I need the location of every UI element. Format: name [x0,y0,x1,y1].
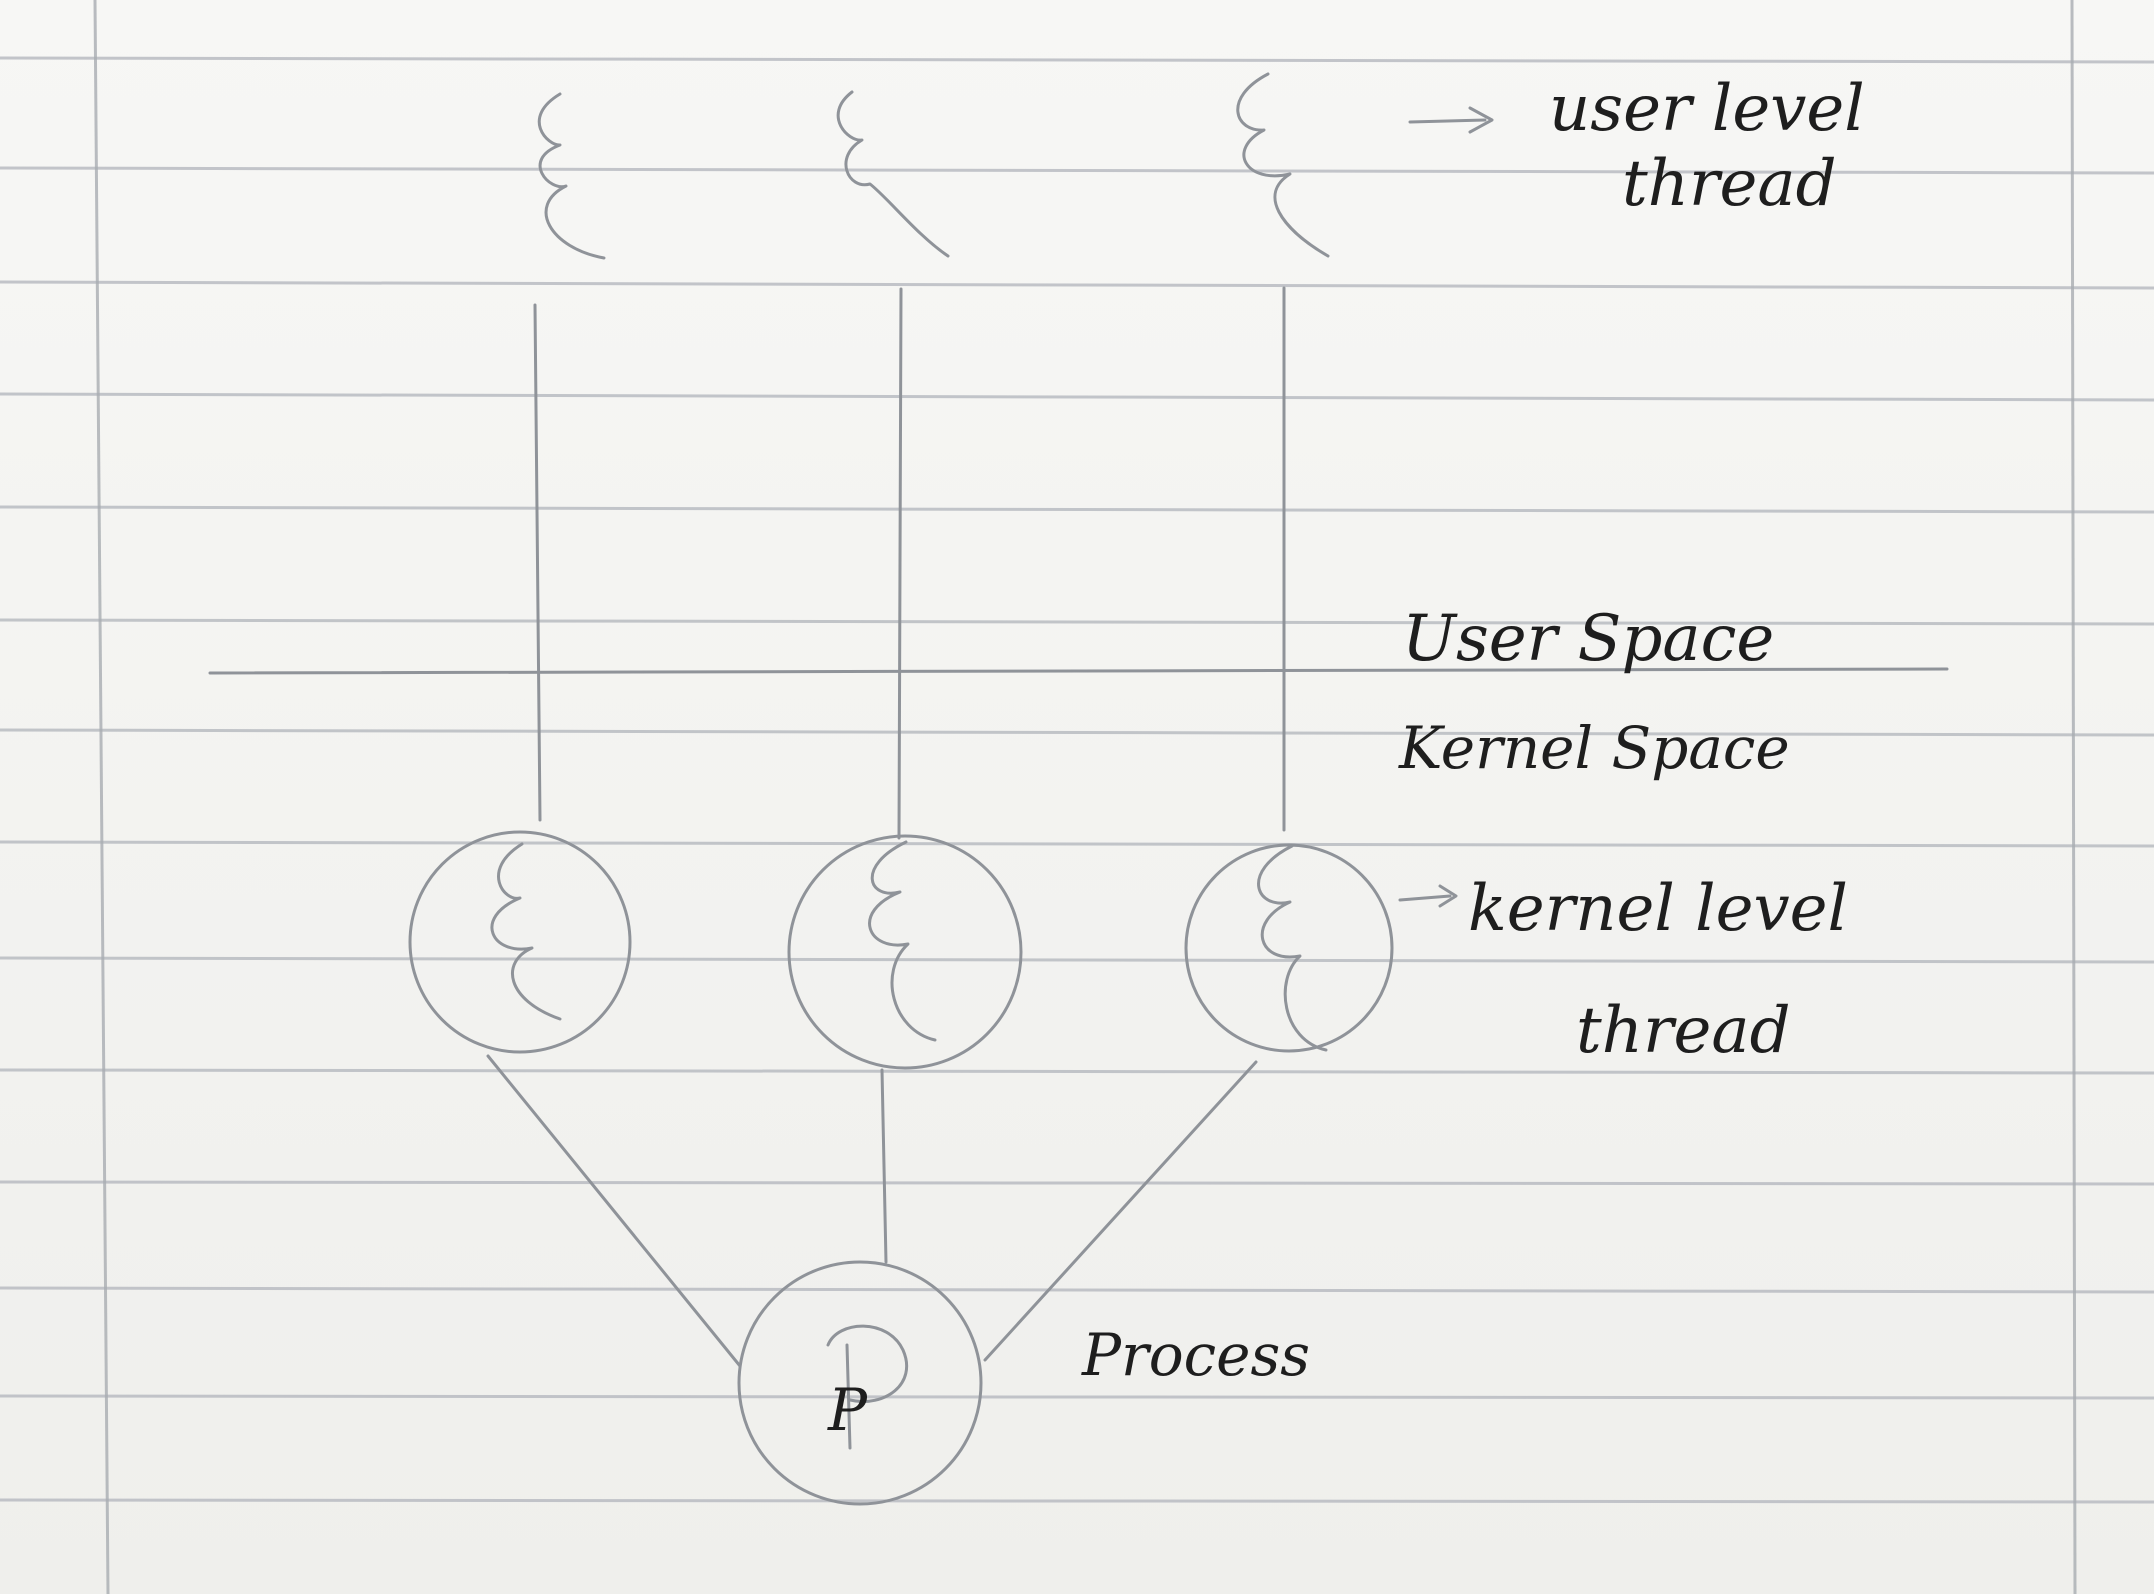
user-level-threads [537,72,1494,260]
kernel-to-process-connectors [486,1054,1258,1368]
user-thread-2 [836,90,950,258]
kernel-thread-circle-3 [1184,843,1394,1053]
kernel-thread-circle-2 [787,834,1023,1070]
process-node [737,1260,983,1506]
kernel-level-thread-label-line2: thread [1576,994,1791,1068]
kernel-thread-circle-1 [408,830,632,1054]
kernel-thread-3 [1257,844,1328,1052]
user-kernel-divider [208,667,1949,675]
process-circle [737,1260,983,1506]
notebook-margins [93,0,2077,1594]
kernel-thread-2 [868,840,937,1042]
user-to-kernel-connectors [533,286,1286,840]
process-symbol-path [826,1324,909,1450]
kernel-level-threads [408,830,1458,1070]
kernel-thread-1 [490,842,562,1021]
notebook-ruled-lines [0,56,2154,1504]
user-level-thread-label-line2: thread [1622,147,1837,221]
kernel-space-label: Kernel Space [1398,714,1790,782]
kernel-level-thread-label-line1: kernel level [1468,872,1848,946]
user-space-label: User Space [1402,602,1774,676]
user-thread-3 [1236,72,1330,258]
process-symbol-label: P [827,1376,868,1444]
user-thread-1 [537,92,606,260]
user-level-thread-label-line1: user level [1549,72,1865,146]
kernel-thread-arrow [1398,884,1458,908]
user-thread-arrow [1408,106,1494,134]
process-label: Process [1081,1321,1310,1389]
